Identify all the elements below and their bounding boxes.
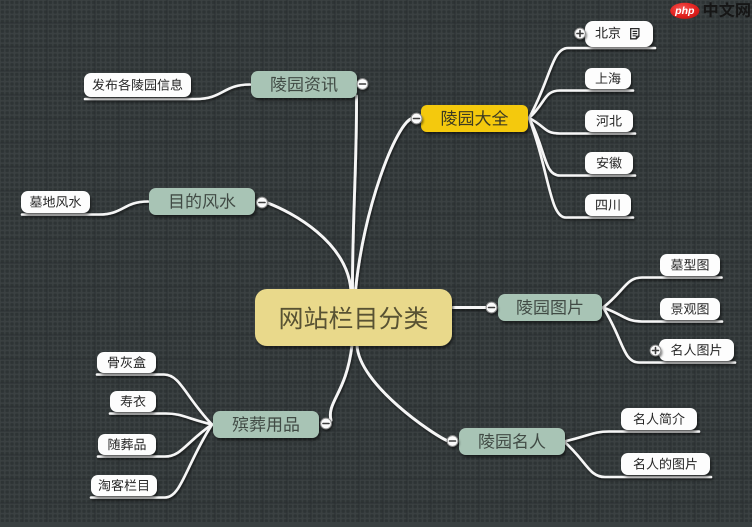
svg-text:php: php bbox=[674, 5, 695, 17]
